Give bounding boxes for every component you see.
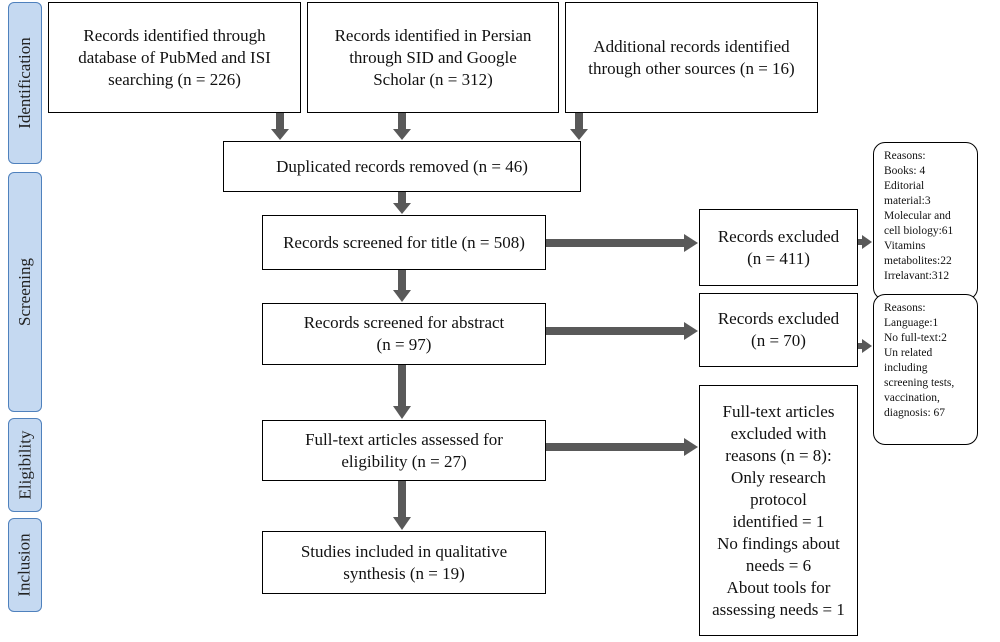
arrow-persian-shaft <box>398 113 406 131</box>
arrow-title-excluded-head <box>684 234 698 252</box>
box-other-records: Additional records identified through ot… <box>565 2 818 113</box>
arrow-abstract-excluded-shaft <box>546 327 686 335</box>
note-line: metabolites:22 <box>884 255 952 267</box>
arrow-title-excluded-shaft <box>546 239 686 247</box>
arrow-note2-shaft <box>858 343 864 349</box>
box-fulltext-assessed: Full-text articles assessed for eligibil… <box>262 420 546 481</box>
arrow-fulltext-excluded-head <box>684 438 698 456</box>
box-abstract-screen: Records screened for abstract (n = 97) <box>262 303 546 365</box>
stage-screening: Screening <box>8 172 42 412</box>
arrow-title-abstract-head <box>393 290 411 302</box>
note-line: material:3 <box>884 195 931 207</box>
box-studies-included: Studies included in qualitative synthesi… <box>262 531 546 594</box>
arrow-note2-head <box>862 339 872 353</box>
note-line: Irrelavant:312 <box>884 270 950 282</box>
note-line: Reasons: <box>884 150 926 162</box>
arrow-other-shaft <box>575 113 583 131</box>
note-line: Reasons: <box>884 302 926 314</box>
box-excluded-fulltext: Full-text articles excluded with reasons… <box>699 385 858 636</box>
arrow-abstract-excluded-head <box>684 322 698 340</box>
note-line: No full-text:2 <box>884 332 947 344</box>
arrow-pubmed-shaft <box>276 113 284 131</box>
stage-identification: Identification <box>8 2 42 164</box>
box-pubmed-records: Records identified through database of P… <box>48 2 301 113</box>
arrow-fulltext-included-head <box>393 517 411 530</box>
note-abstract-reasons: Reasons: Language:1 No full-text:2 Un re… <box>873 294 978 445</box>
box-excluded-title: Records excluded (n = 411) <box>699 209 858 286</box>
arrow-fulltext-included-shaft <box>398 481 406 519</box>
arrow-persian-head <box>393 129 411 140</box>
note-line: Vitamins <box>884 240 926 252</box>
arrow-abstract-fulltext-head <box>393 406 411 419</box>
arrow-abstract-fulltext-shaft <box>398 365 406 408</box>
arrow-note1-head <box>862 235 872 249</box>
note-line: vaccination, <box>884 392 940 404</box>
arrow-fulltext-excluded-shaft <box>546 443 686 451</box>
arrow-title-abstract-shaft <box>398 270 406 292</box>
arrow-dup-title-shaft <box>398 192 406 205</box>
note-line: Editorial <box>884 180 925 192</box>
arrow-pubmed-head <box>271 129 289 140</box>
stage-eligibility: Eligibility <box>8 418 42 512</box>
note-line: Books: 4 <box>884 165 926 177</box>
note-line: Un related <box>884 347 933 359</box>
stage-inclusion: Inclusion <box>8 518 42 612</box>
box-duplicates-removed: Duplicated records removed (n = 46) <box>223 141 581 192</box>
note-line: including <box>884 362 928 374</box>
note-title-reasons: Reasons: Books: 4 Editorial material:3 M… <box>873 142 978 300</box>
arrow-other-head <box>570 129 588 140</box>
box-persian-records: Records identified in Persian through SI… <box>307 2 559 113</box>
note-line: screening tests, <box>884 377 955 389</box>
note-line: Language:1 <box>884 317 939 329</box>
arrow-dup-title-head <box>393 203 411 214</box>
note-line: diagnosis: 67 <box>884 407 946 419</box>
box-title-screen: Records screened for title (n = 508) <box>262 215 546 270</box>
box-excluded-abstract: Records excluded (n = 70) <box>699 293 858 367</box>
note-line: cell biology:61 <box>884 225 954 237</box>
note-line: Molecular and <box>884 210 951 222</box>
arrow-note1-shaft <box>858 239 864 245</box>
